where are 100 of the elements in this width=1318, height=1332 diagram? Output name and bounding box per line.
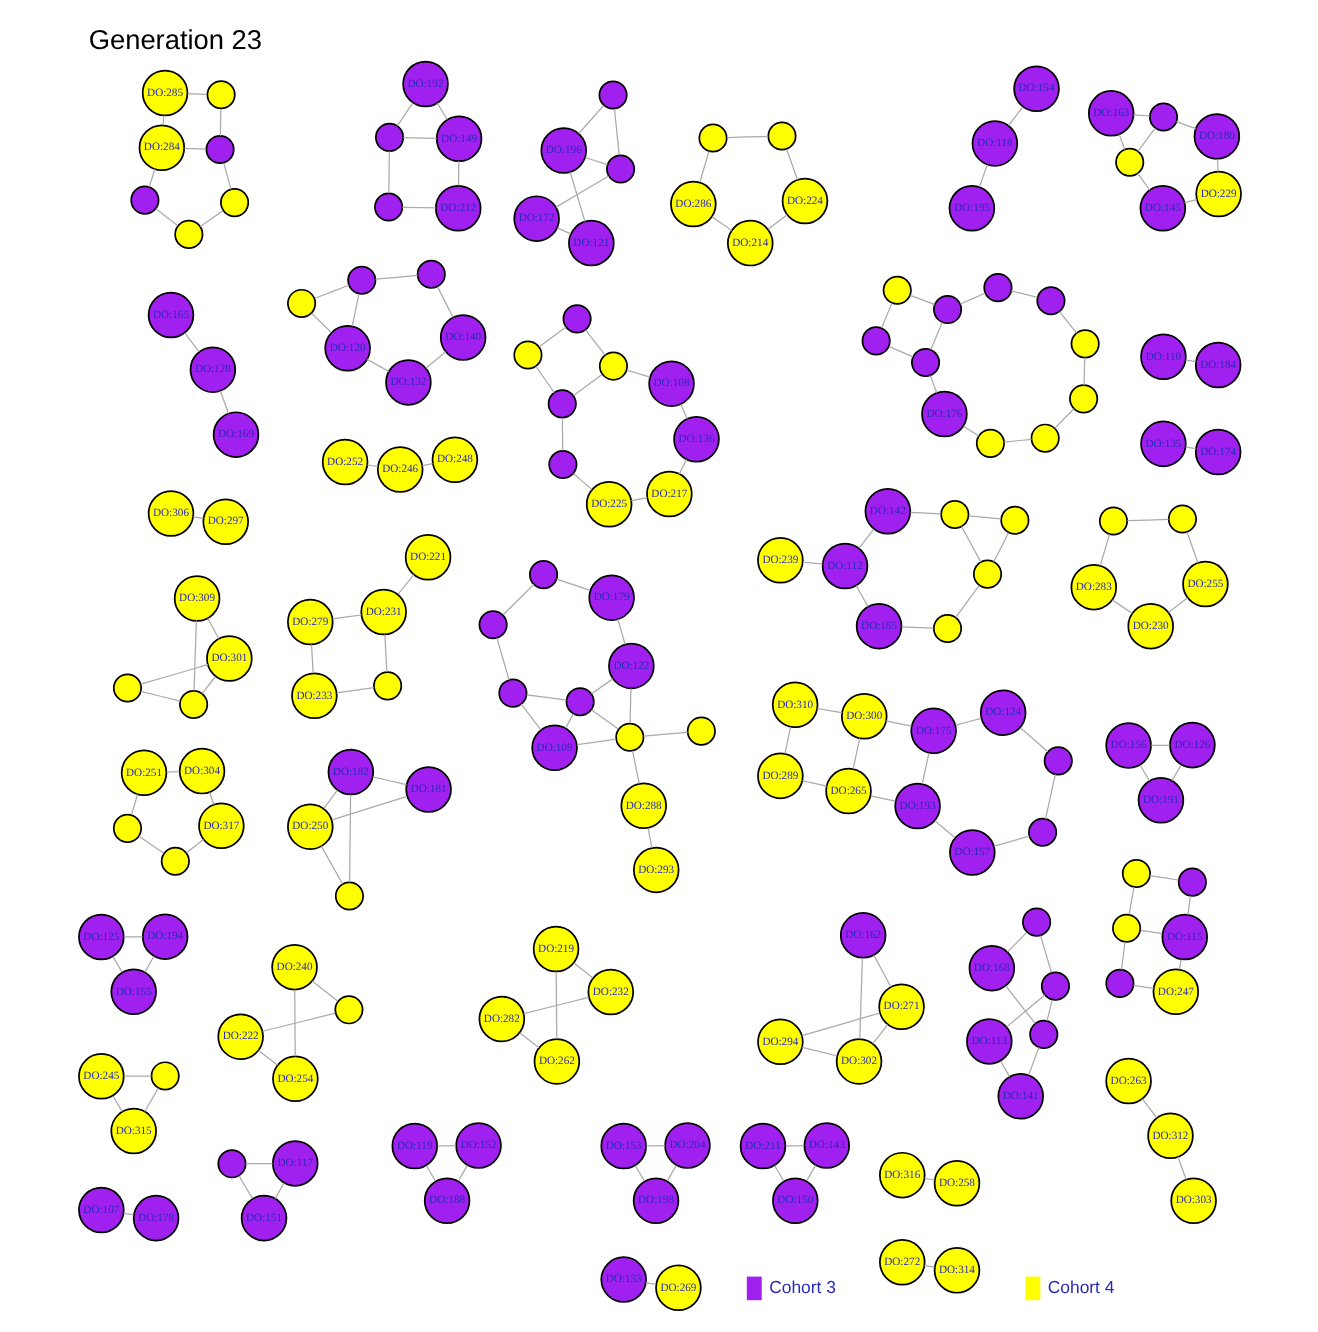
node-circle: [1029, 423, 1059, 453]
connector: [908, 294, 935, 306]
connector: [1082, 357, 1085, 386]
node-circle: [129, 185, 159, 215]
connector: [766, 214, 787, 230]
node-circle: [597, 80, 627, 110]
connector: [992, 532, 1009, 563]
connector: [456, 1164, 467, 1182]
connector: [1053, 408, 1074, 429]
connector: [1139, 929, 1162, 935]
connector: [1039, 935, 1052, 974]
connector: [1148, 875, 1179, 881]
connector: [571, 373, 602, 397]
connector: [977, 164, 987, 188]
connector: [524, 694, 567, 701]
node-circle: [1148, 102, 1178, 132]
connector: [1131, 114, 1150, 117]
connector: [154, 208, 178, 227]
connector: [365, 464, 378, 468]
connector: [928, 374, 937, 394]
connector: [182, 147, 206, 150]
connector: [800, 1012, 880, 1037]
connector: [1167, 597, 1188, 613]
connector: [1119, 941, 1125, 971]
connector: [773, 1165, 784, 1182]
connector: [920, 752, 929, 785]
connector: [348, 793, 351, 883]
connector: [1004, 985, 1035, 1025]
connector: [644, 1145, 665, 1147]
connector: [518, 1032, 539, 1049]
connector: [143, 1087, 158, 1113]
connector: [1127, 886, 1134, 916]
connector: [858, 957, 863, 1040]
connector: [400, 206, 436, 209]
node-circle: [547, 450, 577, 480]
connector: [256, 1049, 278, 1066]
connector: [933, 820, 955, 839]
node-circle: [1097, 506, 1127, 536]
node-circle: [346, 265, 376, 295]
connector: [1138, 764, 1149, 782]
connector: [625, 369, 650, 378]
connector: [922, 1264, 935, 1268]
connector: [207, 791, 214, 806]
connector: [1043, 773, 1055, 820]
node-circle: [373, 192, 403, 222]
connector: [206, 617, 219, 640]
node-circle: [111, 813, 142, 843]
connector: [1005, 994, 1045, 1028]
connector: [785, 148, 798, 181]
connector: [954, 585, 979, 618]
node-circle: [512, 340, 542, 370]
connector: [954, 717, 981, 726]
connector: [501, 583, 534, 616]
connector: [992, 835, 1029, 847]
connector: [922, 1177, 935, 1181]
connector: [222, 162, 231, 190]
connector: [420, 463, 433, 467]
connector: [555, 578, 590, 591]
connector: [401, 137, 437, 139]
connector: [122, 1212, 134, 1216]
connector: [1057, 311, 1077, 334]
connector: [869, 795, 896, 802]
connector: [725, 135, 768, 139]
node-circle: [497, 678, 527, 708]
connector: [122, 936, 143, 938]
connector: [851, 737, 860, 770]
connector: [590, 678, 613, 695]
node-circle: [1028, 1019, 1058, 1049]
connector: [273, 1182, 284, 1200]
connector: [583, 329, 605, 356]
connector: [884, 720, 912, 727]
connector: [967, 515, 1001, 520]
connector: [1174, 121, 1196, 130]
connector: [554, 175, 609, 208]
connector: [1117, 134, 1125, 151]
node-circle: [982, 273, 1012, 303]
connector: [1177, 958, 1181, 971]
connector: [383, 633, 387, 673]
connector: [395, 102, 413, 127]
connector: [628, 687, 631, 724]
connector: [435, 286, 453, 319]
node-circle: [910, 347, 940, 377]
connector: [537, 326, 566, 348]
connector: [899, 626, 934, 629]
node-circle: [881, 275, 911, 305]
connector: [815, 707, 842, 714]
connector: [293, 989, 295, 1057]
connector: [218, 390, 229, 415]
node-circle: [685, 716, 715, 746]
connector: [139, 690, 180, 702]
node-circle: [999, 505, 1029, 535]
connector: [871, 1024, 888, 1045]
connector: [1131, 984, 1154, 990]
connector: [646, 827, 652, 849]
connector: [612, 108, 619, 156]
connector: [424, 351, 446, 369]
connector: [959, 525, 981, 563]
connector: [577, 105, 604, 135]
node-circle: [374, 122, 404, 152]
connector: [630, 750, 639, 785]
